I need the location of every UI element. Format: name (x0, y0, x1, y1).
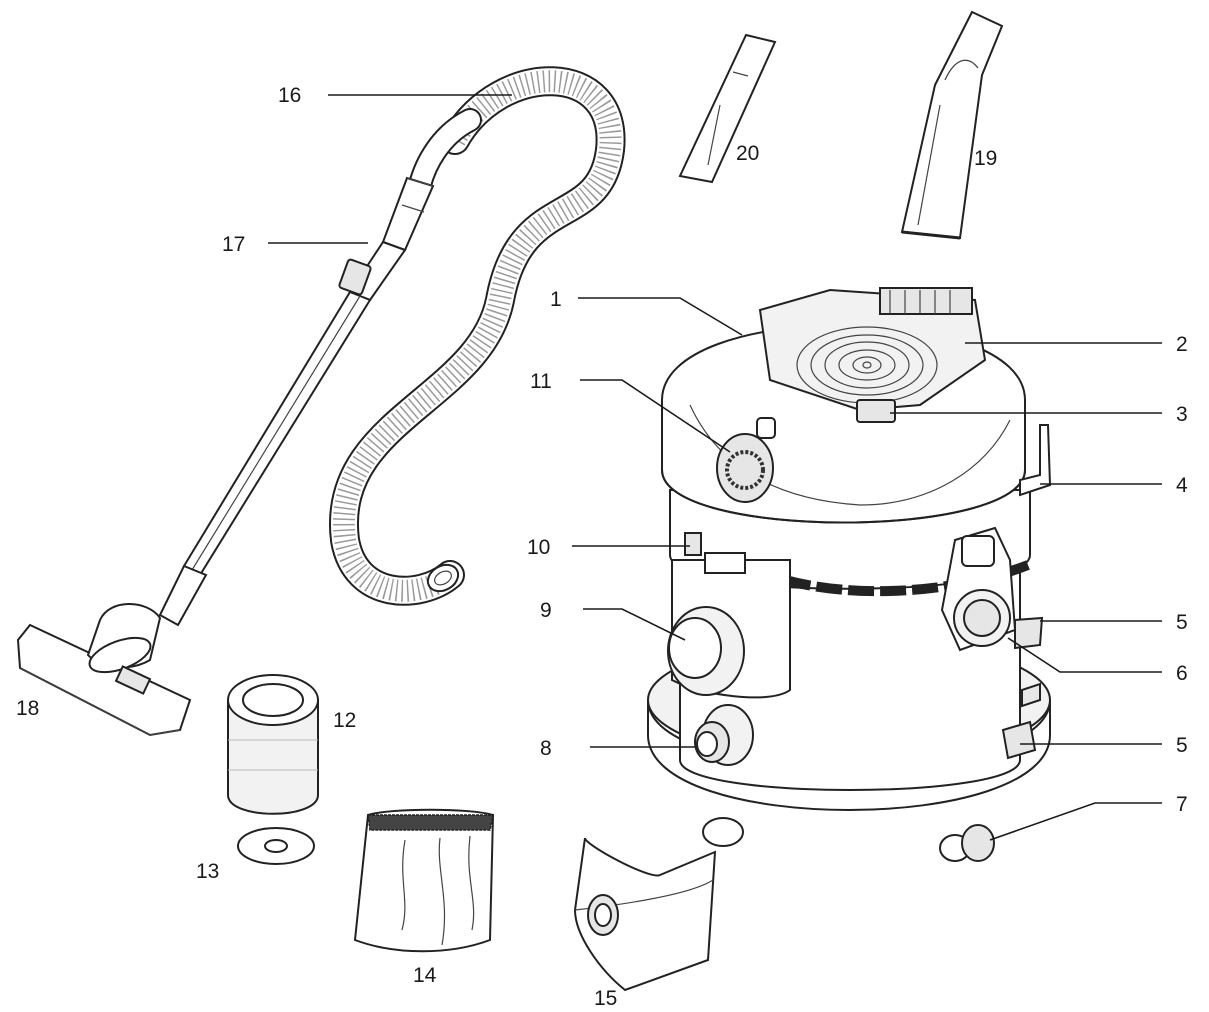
callout-14: 14 (413, 964, 437, 987)
callout-6: 6 (1176, 662, 1188, 685)
callout-19: 19 (974, 147, 997, 170)
caster-wheel (702, 817, 995, 862)
cartridge-filter (227, 674, 319, 815)
paper-dust-bag (573, 837, 717, 992)
vacuum-body (647, 287, 1052, 862)
callout-2: 2 (1176, 333, 1188, 356)
callout-12: 12 (333, 709, 356, 732)
callout-15: 15 (594, 987, 617, 1010)
floor-nozzle (16, 603, 192, 737)
crevice-tool (678, 33, 777, 184)
leader-lines (268, 94, 1162, 841)
wide-nozzle (900, 10, 1004, 240)
callout-4: 4 (1176, 474, 1188, 497)
callout-5-lower: 5 (1176, 734, 1188, 757)
callout-17: 17 (222, 233, 245, 256)
callout-16: 16 (278, 84, 301, 107)
callout-8: 8 (540, 737, 552, 760)
filter-cap (237, 827, 315, 865)
cloth-filter-bag (353, 808, 495, 953)
top-spiral-texture (796, 326, 938, 404)
callout-18: 18 (16, 697, 39, 720)
callout-labels: 16 17 18 20 19 1 2 3 4 5 6 5 7 8 9 10 11… (16, 84, 1188, 1010)
telescopic-wand (158, 108, 482, 627)
callout-13: 13 (196, 860, 219, 883)
callout-11: 11 (530, 370, 552, 393)
callout-3: 3 (1176, 403, 1188, 426)
flexible-hose (328, 66, 626, 606)
callout-9: 9 (540, 599, 552, 622)
callout-20: 20 (736, 142, 759, 165)
callout-1: 1 (550, 288, 562, 311)
callout-7: 7 (1176, 793, 1188, 816)
callout-10: 10 (527, 536, 550, 559)
callout-5-upper: 5 (1176, 611, 1188, 634)
